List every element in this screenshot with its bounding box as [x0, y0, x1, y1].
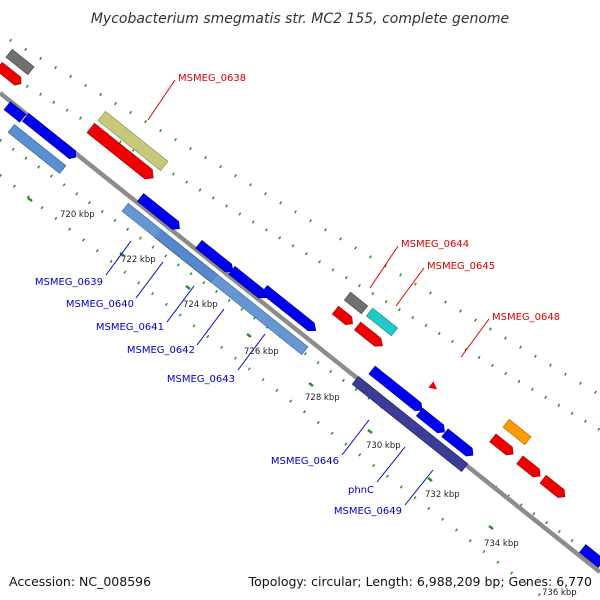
leader-line — [341, 419, 370, 456]
leader-line — [196, 308, 225, 346]
gene-label-msmeg-0642[interactable]: MSMEG_0642 — [127, 345, 195, 356]
forward-strand-features — [0, 48, 568, 500]
gene-feature[interactable] — [331, 305, 355, 328]
leader-line — [460, 318, 490, 358]
leader-line — [135, 261, 164, 299]
leader-line — [237, 333, 266, 371]
leader-line — [395, 267, 425, 307]
gene-label-msmeg-0646[interactable]: MSMEG_0646 — [271, 456, 339, 467]
ruler-tick — [185, 285, 191, 290]
tick-label: 722 kbp — [121, 255, 156, 265]
gene-feature[interactable] — [539, 474, 568, 500]
tick-label: 724 kbp — [183, 300, 218, 310]
gene-label-msmeg-0644[interactable]: MSMEG_0644 — [401, 239, 469, 250]
ruler-tick — [119, 252, 125, 257]
gene-feature-msmeg-0643[interactable] — [121, 202, 309, 356]
map-title: Mycobacterium smegmatis str. MC2 155, co… — [91, 11, 509, 27]
leader-line — [105, 240, 132, 276]
leader-line — [369, 245, 399, 289]
gene-label-msmeg-0648[interactable]: MSMEG_0648 — [492, 312, 560, 323]
gene-feature-phnc[interactable] — [415, 407, 447, 436]
forward-gene-labels: MSMEG_0638 MSMEG_0644 MSMEG_0645 MSMEG_0… — [147, 73, 560, 358]
gene-feature-msmeg-0640[interactable] — [195, 239, 237, 275]
gene-feature-msmeg-0639[interactable] — [136, 193, 182, 232]
ruler-tick — [488, 525, 494, 530]
ruler-tick — [427, 477, 433, 482]
gene-feature[interactable] — [489, 433, 517, 458]
gene-feature-msmeg-0648[interactable] — [428, 381, 439, 392]
gene-feature-msmeg-0649[interactable] — [351, 375, 469, 473]
genome-backbone — [0, 91, 600, 574]
tick-label: 736 kbp — [542, 588, 577, 598]
ruler-tick — [27, 197, 33, 202]
gene-feature-msmeg-0638[interactable] — [97, 110, 169, 172]
gene-label-msmeg-0638[interactable]: MSMEG_0638 — [178, 73, 246, 84]
ruler: 720 kbp 722 kbp 724 kbp 726 kbp 728 kbp … — [27, 197, 577, 598]
guide-line-outer-far — [9, 38, 600, 397]
gene-feature[interactable] — [516, 455, 544, 480]
ruler-tick — [367, 429, 373, 434]
gene-label-msmeg-0639[interactable]: MSMEG_0639 — [35, 277, 103, 288]
gene-feature[interactable] — [0, 61, 24, 87]
gene-label-msmeg-0645[interactable]: MSMEG_0645 — [427, 261, 495, 272]
leader-line — [404, 469, 434, 506]
gene-feature-msmeg-0646[interactable] — [368, 365, 425, 414]
genome-summary-text: Topology: circular; Length: 6,988,209 bp… — [248, 574, 592, 589]
gene-feature[interactable] — [5, 48, 35, 76]
ruler-tick — [246, 333, 252, 338]
tick-label: 730 kbp — [366, 441, 401, 451]
reverse-gene-labels: MSMEG_0639 MSMEG_0640 MSMEG_0641 MSMEG_0… — [35, 240, 434, 517]
gene-feature[interactable] — [86, 122, 157, 182]
gene-feature[interactable] — [579, 544, 600, 568]
gene-label-msmeg-0641[interactable]: MSMEG_0641 — [96, 322, 164, 333]
gene-feature-msmeg-0641[interactable] — [228, 265, 270, 301]
gene-feature-msmeg-0645[interactable] — [365, 307, 399, 337]
tick-label: 728 kbp — [305, 393, 340, 403]
tick-label: 726 kbp — [244, 347, 279, 357]
guide-line-outer-near — [0, 68, 600, 432]
gene-feature[interactable] — [441, 428, 476, 459]
gene-label-msmeg-0643[interactable]: MSMEG_0643 — [167, 374, 235, 385]
tick-label: 732 kbp — [425, 490, 460, 500]
gene-label-phnc[interactable]: phnC — [348, 485, 374, 496]
gene-feature[interactable] — [3, 101, 27, 123]
gene-feature-msmeg-0642[interactable] — [260, 285, 319, 335]
gene-feature[interactable] — [7, 124, 67, 174]
gene-feature[interactable] — [22, 112, 78, 161]
ruler-tick — [308, 382, 314, 387]
reverse-strand-features — [3, 101, 600, 568]
gene-feature[interactable] — [502, 418, 532, 446]
tick-label: 734 kbp — [484, 539, 519, 549]
gene-feature[interactable] — [353, 321, 385, 350]
guide-line-inner-far — [0, 173, 541, 597]
tick-label: 720 kbp — [60, 210, 95, 220]
gene-label-msmeg-0640[interactable]: MSMEG_0640 — [66, 299, 134, 310]
gene-feature-msmeg-0644[interactable] — [343, 291, 369, 315]
accession-text: Accession: NC_008596 — [9, 574, 151, 589]
leader-line — [376, 446, 406, 483]
leader-line — [166, 285, 195, 323]
gene-label-msmeg-0649[interactable]: MSMEG_0649 — [334, 506, 402, 517]
leader-line — [147, 79, 176, 121]
